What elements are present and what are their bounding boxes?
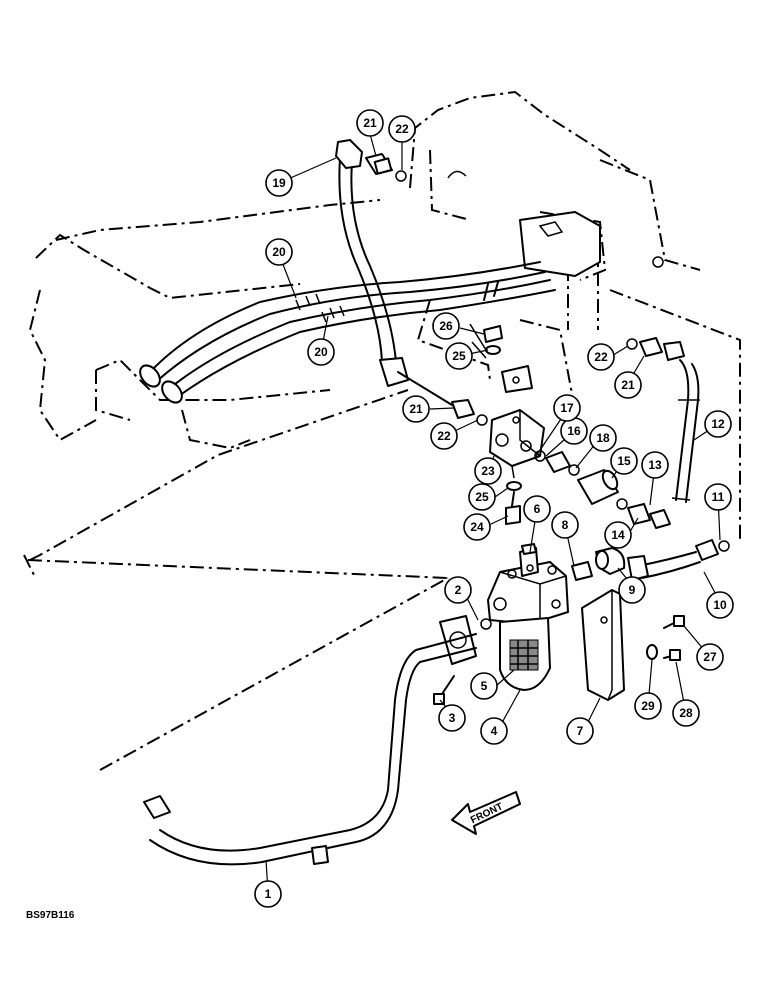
elbow-9	[571, 547, 626, 581]
callout-14: 14	[604, 521, 632, 549]
figure-code: BS97B116	[26, 910, 75, 921]
svg-text:6: 6	[534, 502, 541, 516]
hose-10	[627, 539, 730, 581]
tube-1	[143, 615, 492, 866]
svg-text:25: 25	[475, 490, 489, 504]
tube-19	[335, 139, 453, 406]
svg-text:23: 23	[481, 464, 495, 478]
callout-22-hose12: 22	[587, 343, 615, 371]
front-direction-arrow: FRONT	[451, 791, 521, 835]
svg-text:12: 12	[711, 417, 725, 431]
svg-text:9: 9	[629, 583, 636, 597]
svg-text:4: 4	[491, 724, 498, 738]
callout-22-top: 22	[388, 115, 416, 143]
callout-18: 18	[589, 424, 617, 452]
callout-2: 2	[444, 576, 472, 604]
callout-1: 1	[254, 880, 282, 908]
svg-text:8: 8	[562, 518, 569, 532]
callout-29: 29	[634, 692, 662, 720]
svg-text:20: 20	[314, 345, 328, 359]
svg-text:21: 21	[621, 378, 635, 392]
svg-text:14: 14	[611, 528, 625, 542]
callout-8: 8	[551, 511, 579, 539]
svg-text:5: 5	[481, 679, 488, 693]
svg-text:21: 21	[363, 116, 377, 130]
svg-text:22: 22	[395, 122, 409, 136]
callouts: 1 2 3 4 5 6 7 8 9 10 11 12 13 14 15 16 1…	[254, 109, 734, 908]
svg-text:11: 11	[712, 490, 725, 504]
svg-text:18: 18	[596, 431, 610, 445]
hose-12	[626, 337, 700, 503]
callout-23: 23	[474, 457, 502, 485]
callout-24: 24	[463, 513, 491, 541]
callout-27: 27	[696, 643, 724, 671]
svg-text:22: 22	[594, 350, 608, 364]
bolts-3-24	[433, 481, 522, 705]
callout-12: 12	[704, 410, 732, 438]
callout-6: 6	[523, 495, 551, 523]
callout-20-upper: 20	[265, 238, 293, 266]
svg-text:20: 20	[272, 245, 286, 259]
svg-text:13: 13	[648, 458, 662, 472]
svg-text:29: 29	[641, 699, 655, 713]
callout-15: 15	[610, 447, 638, 475]
svg-text:3: 3	[449, 711, 456, 725]
svg-text:19: 19	[272, 176, 286, 190]
callout-9: 9	[618, 576, 646, 604]
bracket-26	[469, 323, 533, 393]
control-valve-block	[447, 170, 664, 277]
machine-frame	[23, 90, 741, 771]
callout-20-lower: 20	[307, 338, 335, 366]
callout-13: 13	[641, 451, 669, 479]
svg-text:21: 21	[409, 402, 423, 416]
fittings-block	[451, 399, 488, 426]
svg-text:10: 10	[713, 598, 727, 612]
callout-4: 4	[480, 717, 508, 745]
fittings-top	[365, 153, 407, 182]
callout-7: 7	[566, 717, 594, 745]
svg-text:2: 2	[455, 583, 462, 597]
callout-5: 5	[470, 672, 498, 700]
hose-20-pair	[139, 261, 556, 404]
fittings-13-14	[616, 498, 671, 529]
callout-3: 3	[438, 704, 466, 732]
callout-22-block: 22	[430, 422, 458, 450]
callout-11: 11	[704, 483, 732, 511]
svg-text:17: 17	[560, 401, 574, 415]
callout-28: 28	[672, 699, 700, 727]
svg-text:7: 7	[577, 724, 584, 738]
callout-21-block: 21	[402, 395, 430, 423]
filter-bowl-4	[499, 617, 551, 691]
callout-21-hose12: 21	[614, 371, 642, 399]
callout-25-upper: 25	[445, 342, 473, 370]
svg-text:16: 16	[567, 424, 581, 438]
coupler-15	[577, 469, 619, 505]
svg-text:27: 27	[703, 650, 717, 664]
callout-26: 26	[432, 312, 460, 340]
svg-text:15: 15	[617, 454, 631, 468]
callout-25-lower: 25	[468, 483, 496, 511]
svg-text:26: 26	[439, 319, 453, 333]
callout-19: 19	[265, 169, 293, 197]
svg-text:24: 24	[470, 520, 484, 534]
manifold-23	[489, 409, 545, 479]
callout-16: 16	[560, 417, 588, 445]
filter-head-6	[487, 543, 569, 625]
svg-text:25: 25	[452, 349, 466, 363]
callout-17: 17	[553, 394, 581, 422]
bracket-7	[581, 589, 625, 701]
callout-10: 10	[706, 591, 734, 619]
leader-lines	[265, 132, 721, 893]
callout-21-top: 21	[356, 109, 384, 137]
svg-text:22: 22	[437, 429, 451, 443]
fittings-16-18	[534, 450, 580, 476]
svg-text:1: 1	[265, 887, 272, 901]
bolts-27-29	[646, 615, 685, 661]
svg-text:28: 28	[679, 706, 693, 720]
